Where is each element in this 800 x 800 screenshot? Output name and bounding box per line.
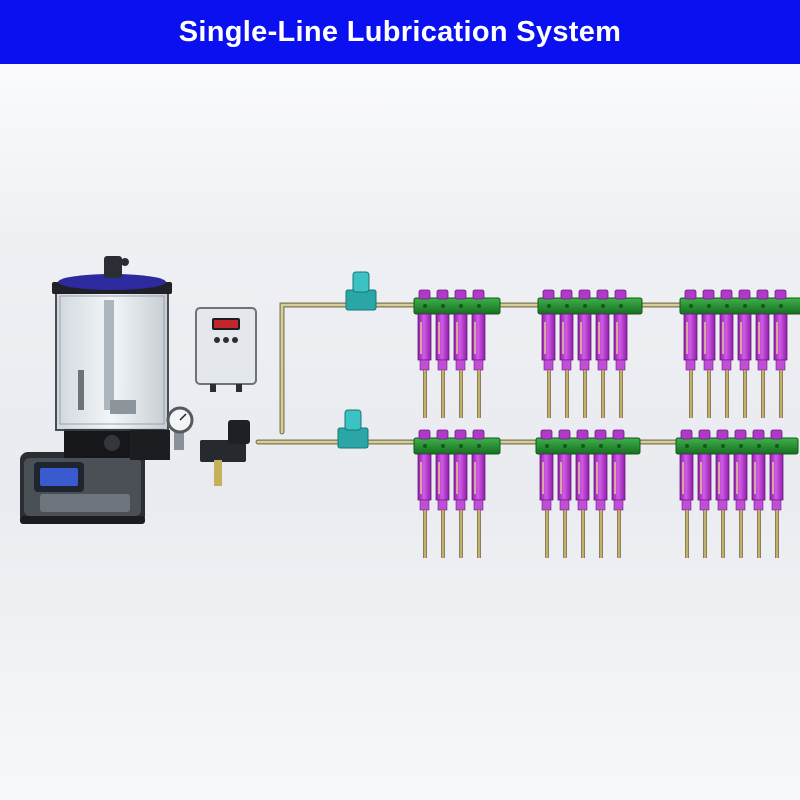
injector-bank-5 bbox=[535, 429, 641, 558]
injector bbox=[733, 429, 748, 558]
manifold-bar bbox=[537, 297, 643, 315]
injector-bank-3 bbox=[679, 289, 800, 418]
injector bbox=[435, 429, 450, 558]
injector-banks bbox=[413, 289, 800, 558]
injector bbox=[453, 289, 468, 418]
injector bbox=[769, 429, 784, 558]
injector bbox=[577, 289, 592, 418]
injector bbox=[773, 289, 788, 418]
injector bbox=[613, 289, 628, 418]
injector-bank-4 bbox=[413, 429, 501, 558]
injector-bank-1 bbox=[413, 289, 501, 418]
lubrication-system-diagram bbox=[20, 256, 800, 558]
injector bbox=[683, 289, 698, 418]
title-banner: Single-Line Lubrication System bbox=[0, 0, 800, 64]
injector bbox=[719, 289, 734, 418]
injector bbox=[611, 429, 626, 558]
grease-pump bbox=[20, 256, 172, 524]
pressure-gauge bbox=[166, 406, 250, 486]
injector bbox=[453, 429, 468, 558]
injector bbox=[471, 289, 486, 418]
injector bbox=[557, 429, 572, 558]
controller-box bbox=[195, 307, 257, 392]
injector bbox=[755, 289, 770, 418]
injector bbox=[737, 289, 752, 418]
injector bbox=[539, 429, 554, 558]
injector bbox=[541, 289, 556, 418]
vent-valve-lower bbox=[337, 409, 369, 449]
injector bbox=[595, 289, 610, 418]
injector bbox=[417, 289, 432, 418]
injector bbox=[559, 289, 574, 418]
injector-bank-2 bbox=[537, 289, 643, 418]
injector bbox=[417, 429, 432, 558]
page-title: Single-Line Lubrication System bbox=[178, 15, 622, 48]
injector bbox=[575, 429, 590, 558]
manifold-bar bbox=[675, 437, 799, 455]
injector bbox=[471, 429, 486, 558]
vent-valve-upper bbox=[345, 271, 377, 311]
injector bbox=[701, 289, 716, 418]
injector bbox=[751, 429, 766, 558]
injector bbox=[435, 289, 450, 418]
injector bbox=[679, 429, 694, 558]
injector-bank-6 bbox=[675, 429, 799, 558]
injector bbox=[593, 429, 608, 558]
injector bbox=[697, 429, 712, 558]
manifold-bar bbox=[535, 437, 641, 455]
injector bbox=[715, 429, 730, 558]
